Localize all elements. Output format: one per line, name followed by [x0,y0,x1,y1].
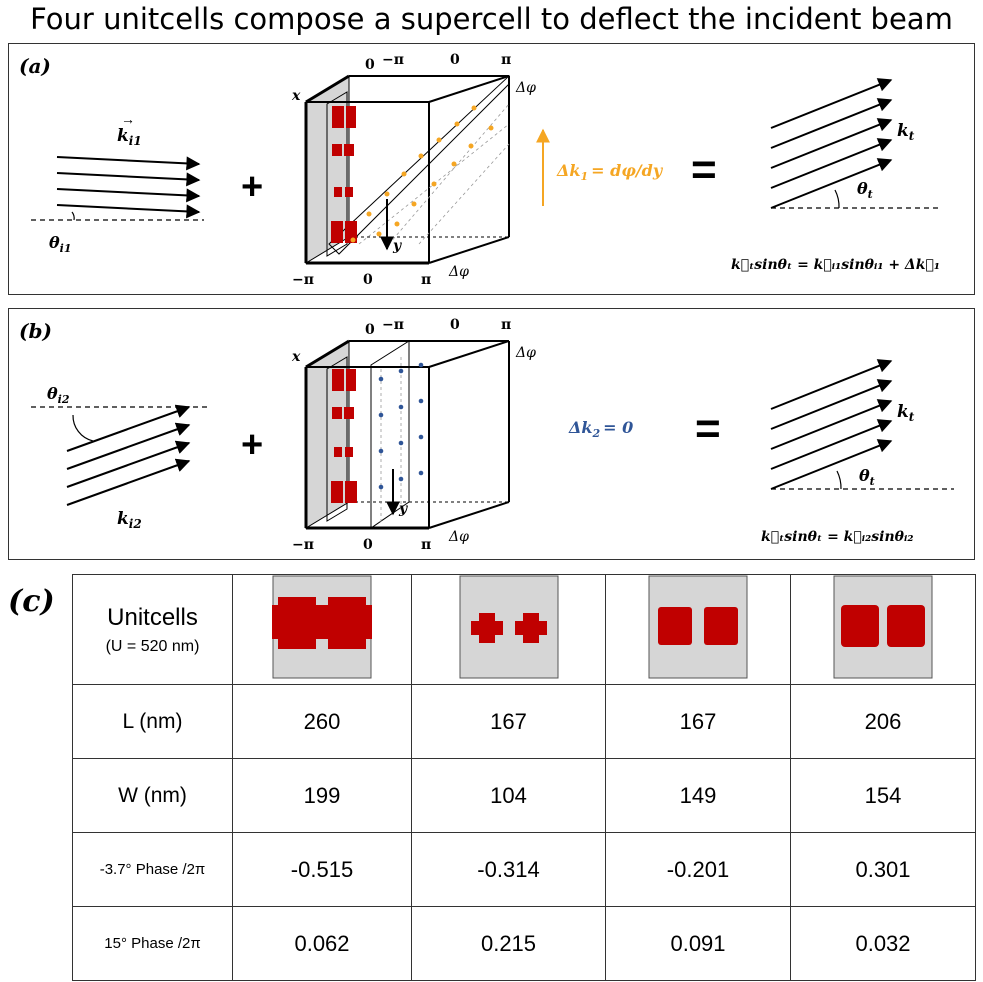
cube-tick-bottom-a-2: π [421,272,431,288]
panel-b: (b) θi2 ki2 + [8,308,975,560]
cube-tick-b-0: 0 [365,322,375,338]
row-label: 15° Phase /2π [72,906,233,981]
relation-b: k⃗ₜsinθₜ = k⃗ᵢ₂sinθᵢ₂ [761,529,913,545]
panel-b-label: (b) [19,319,52,343]
out-theta-label-a: θt [857,179,873,201]
table-cell: 149 [605,758,791,833]
table-cell: 104 [411,758,606,833]
equals-sign-a: = [691,145,717,194]
table-cell: 154 [790,758,976,833]
axis-y-a: y [392,238,402,254]
panel-c-label: (c) [8,584,55,619]
axis-dphi-bottom-a: Δφ [448,264,469,280]
axis-dphi-top-b: Δφ [515,345,536,361]
table-cell: -0.201 [605,832,791,907]
cube-tick-a-3: π [501,52,511,68]
equals-sign-b: = [695,404,721,453]
unitcell-4-icon [833,575,933,679]
phase-cube-a [304,74,510,265]
relation-a: k⃗ₜsinθₜ = k⃗ᵢ₁sinθᵢ₁ + Δk⃗₁ [731,257,940,273]
cube-tick-a-0: 0 [365,57,375,73]
axis-x-a: x [291,88,301,104]
table-cell: -0.314 [411,832,606,907]
table-cell: 260 [232,684,412,759]
panel-b-diagram: (b) θi2 ki2 + [19,317,954,553]
header-sub: (U = 520 nm) [105,637,200,655]
incident-theta-label-a: θi1 [49,233,72,255]
out-k-label-a: kt [897,121,915,143]
cube-tick-b-3: π [501,317,511,333]
unitcell-image-2 [411,574,606,685]
transmitted-beam-b [770,359,954,490]
plus-sign-a: + [241,166,263,208]
cube-tick-a-1: −π [382,52,404,68]
phase-cube-b [304,339,510,530]
cube-tick-b-2: 0 [450,317,460,333]
panel-a-diagram: (a) ki1 → θi1 + [19,52,941,288]
plus-sign-b: + [241,424,263,466]
figure-title: Four unitcells compose a supercell to de… [30,2,953,36]
incident-k-label-b: ki2 [117,509,142,531]
cube-tick-bottom-b-1: 0 [363,537,373,553]
table-cell: 0.032 [790,906,976,981]
table-row: 15° Phase /2π 0.062 0.215 0.091 0.032 [72,906,976,981]
unitcell-2-icon [459,575,558,679]
table-cell: 206 [790,684,976,759]
unitcell-3-icon [648,575,748,679]
row-label: L (nm) [72,684,233,759]
table-cell: 0.091 [605,906,791,981]
cube-tick-bottom-a-0: −π [292,272,314,288]
cube-tick-b-1: −π [382,317,404,333]
unitcell-table: Unitcells (U = 520 nm) [72,574,976,981]
header-cell: Unitcells (U = 520 nm) [72,574,233,685]
unitcell-image-4 [790,574,976,685]
out-k-label-b: kt [897,402,915,424]
table-cell: 199 [232,758,412,833]
axis-x-b: x [291,349,301,365]
panel-a: (a) ki1 → θi1 + [8,43,975,295]
table-row: W (nm) 199 104 149 154 [72,758,976,833]
cube-tick-bottom-b-0: −π [292,537,314,553]
transmitted-beam-a [770,78,941,209]
axis-dphi-top-a: Δφ [515,80,536,96]
cube-tick-a-2: 0 [450,52,460,68]
cube-tick-bottom-b-2: π [421,537,431,553]
unitcell-1-icon [272,575,372,679]
vector-arrow-icon: → [121,111,135,127]
incident-beam-b [31,404,209,506]
unitcell-image-3 [605,574,791,685]
incident-beam-a [31,156,204,221]
delta-k-label-a: Δk1= dφ/dy [556,161,664,183]
table-cell: 167 [605,684,791,759]
row-label: -3.7° Phase /2π [72,832,233,907]
header-main: Unitcells [107,603,198,631]
incident-theta-label-b: θi2 [47,384,70,406]
panel-a-label: (a) [19,54,51,78]
table-cell: 167 [411,684,606,759]
axis-dphi-bottom-b: Δφ [448,529,469,545]
row-label: W (nm) [72,758,233,833]
axis-y-b: y [398,501,408,517]
cube-tick-bottom-a-1: 0 [363,272,373,288]
table-row: L (nm) 260 167 167 206 [72,684,976,759]
incident-k-label-a: ki1 [117,126,142,148]
table-row: -3.7° Phase /2π -0.515 -0.314 -0.201 0.3… [72,832,976,907]
delta-k-label-b: Δk2= 0 [568,418,633,440]
table-cell: 0.215 [411,906,606,981]
table-header-row: Unitcells (U = 520 nm) [72,574,976,685]
table-cell: 0.301 [790,832,976,907]
table-cell: 0.062 [232,906,412,981]
out-theta-label-b: θt [859,466,875,488]
unitcell-image-1 [232,574,412,685]
table-cell: -0.515 [232,832,412,907]
